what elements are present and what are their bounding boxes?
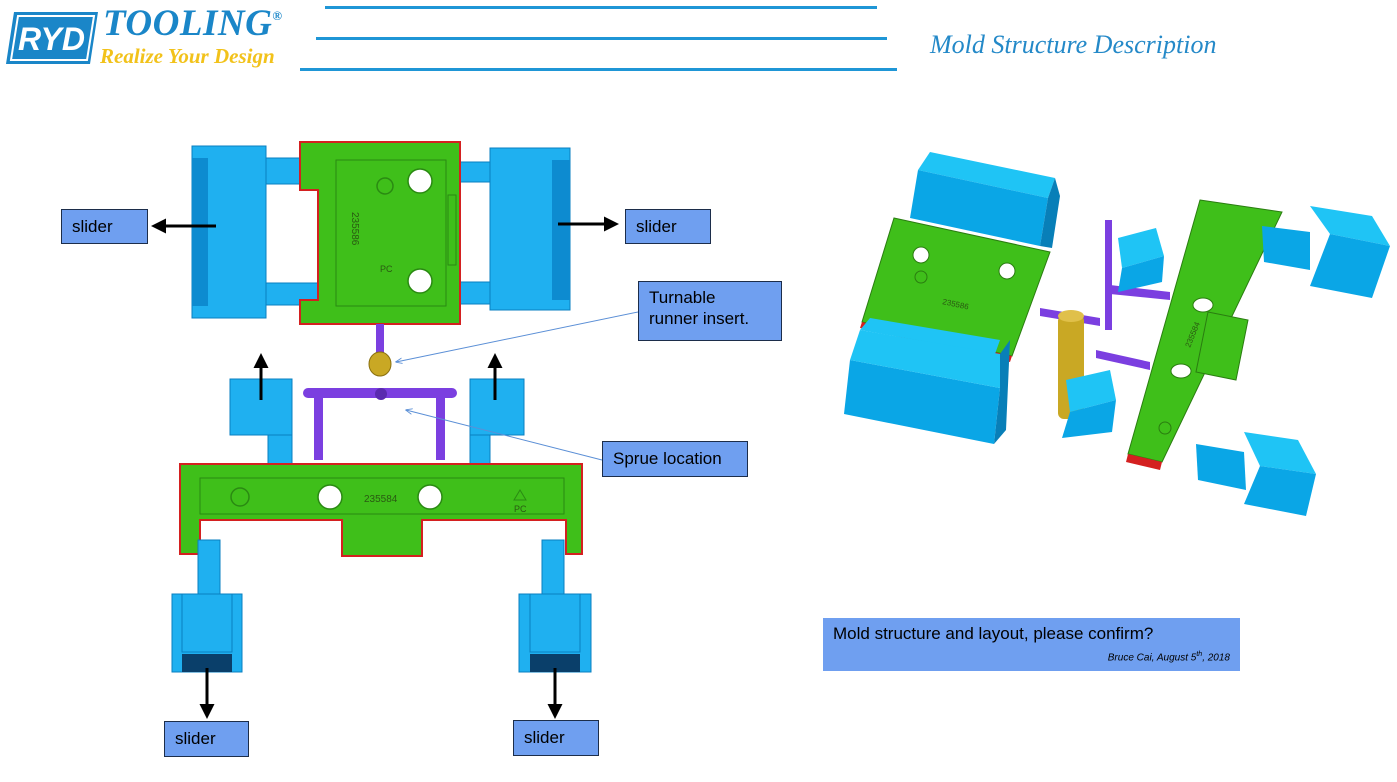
label-sprue-location: Sprue location (602, 441, 748, 477)
runner-insert-line2: runner insert. (649, 309, 750, 329)
header-rule-1 (325, 6, 877, 9)
slider-bottom-left (171, 539, 243, 673)
upper-material-mark: PC (380, 264, 393, 274)
upper-part-number: 235586 (349, 212, 360, 246)
slider-3d-small (1062, 228, 1164, 438)
label-slider-right: slider (625, 209, 711, 244)
slider-bottom-right (518, 539, 592, 673)
mold-layout-diagram: PC 235586 235584 PC (151, 141, 639, 719)
sprue-leader (406, 410, 603, 461)
header-rule-2 (316, 37, 887, 40)
label-slider-left: slider (61, 209, 148, 244)
brand-name-text: TOOLING (103, 3, 273, 44)
slider-3d-right (1196, 206, 1390, 516)
note-signature: Bruce Cai, August 5th, 2018 (1108, 651, 1230, 663)
note-year: , 2018 (1202, 652, 1230, 663)
page-title: Mold Structure Description (930, 30, 1217, 59)
lower-part-number: 235584 (364, 494, 398, 505)
runner-insert-leader (396, 311, 639, 362)
brand-tagline: Realize Your Design (100, 44, 275, 68)
note-text: Mold structure and layout, please confir… (833, 624, 1154, 643)
lower-material-mark: PC (514, 504, 527, 514)
runner-insert-line1: Turnable (649, 288, 716, 307)
label-runner-insert: Turnable runner insert. (638, 281, 782, 341)
slider-upper-right (457, 147, 571, 311)
note-author-date: Bruce Cai, August 5 (1107, 652, 1197, 663)
label-slider-bottom-right: slider (513, 720, 599, 756)
note-date-suffix: th (1196, 650, 1203, 658)
runner-system (303, 324, 457, 460)
ryd-logo-icon: RYD (6, 12, 98, 64)
brand-name: TOOLING® (103, 2, 283, 45)
label-slider-bottom-left: slider (164, 721, 249, 757)
part-3d-right: 235584 (1126, 199, 1283, 470)
upper-part: PC 235586 (299, 141, 461, 325)
slider-3d-top (910, 152, 1060, 248)
header-rule-3 (300, 68, 897, 71)
confirmation-note: Mold structure and layout, please confir… (823, 618, 1240, 671)
recycle-icon (513, 489, 527, 501)
logo-letters: RYD (18, 21, 85, 57)
registered-mark: ® (272, 8, 283, 23)
slider-lower-top-right (469, 378, 525, 468)
mold-3d-view: 235586 235584 (844, 152, 1390, 516)
lower-part: 235584 PC (179, 463, 583, 557)
slider-3d-bottom-left (844, 318, 1010, 444)
ryd-logo: RYD (4, 6, 100, 70)
